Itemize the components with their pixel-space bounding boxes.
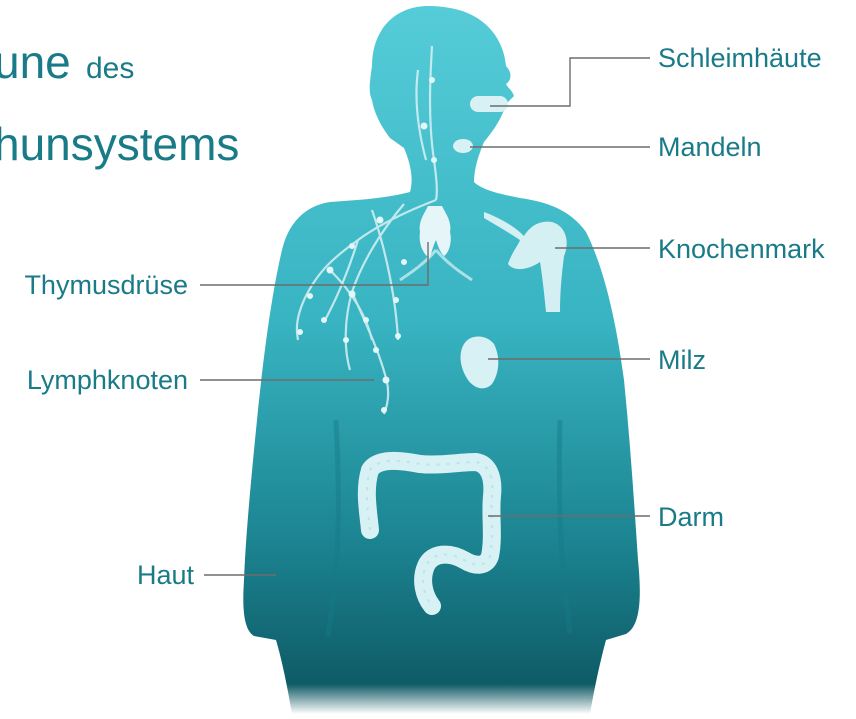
title-line2: hunsystems (0, 118, 239, 170)
label-mandeln: Mandeln (658, 132, 762, 162)
label-milz: Milz (658, 345, 706, 375)
bottom-fade (230, 684, 650, 714)
label-thymusdruese: Thymusdrüse (24, 270, 188, 300)
body-silhouette (243, 6, 640, 714)
schleimhaeute-organ (470, 96, 508, 112)
mandeln-organ (453, 139, 473, 153)
label-haut: Haut (137, 560, 195, 590)
label-knochenmark: Knochenmark (658, 234, 825, 264)
label-schleimhaeute: Schleimhäute (658, 43, 822, 73)
title-line1-suffix: des (86, 52, 134, 85)
label-lymphknoten: Lymphknoten (27, 365, 188, 395)
title-line1-main: une (0, 36, 71, 88)
label-darm: Darm (658, 502, 724, 532)
line-schleimhaeute (490, 58, 650, 106)
